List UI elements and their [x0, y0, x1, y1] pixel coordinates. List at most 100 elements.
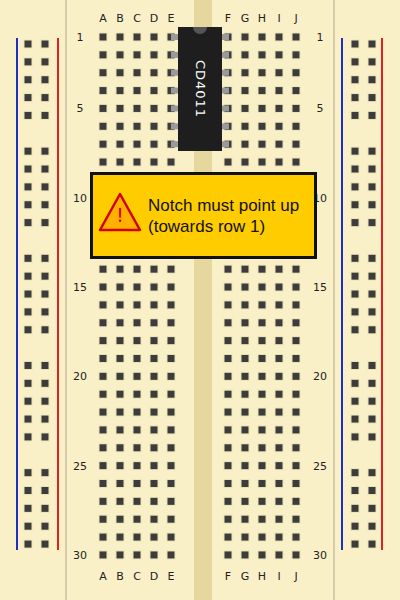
hole — [100, 301, 107, 308]
hole-rim — [24, 361, 33, 370]
hole-rim — [150, 372, 159, 381]
hole — [242, 426, 249, 433]
hole-rim — [167, 533, 176, 542]
hole-rim — [150, 443, 159, 452]
hole — [117, 498, 124, 505]
hole — [25, 416, 32, 423]
hole — [134, 123, 141, 130]
hole — [25, 326, 32, 333]
hole — [259, 409, 266, 416]
hole — [42, 469, 49, 476]
hole — [352, 398, 359, 405]
hole — [100, 337, 107, 344]
hole-rim — [292, 104, 301, 113]
hole — [134, 551, 141, 558]
hole-rim — [368, 254, 377, 263]
hole — [293, 534, 300, 541]
hole-rim — [150, 318, 159, 327]
hole-rim — [99, 533, 108, 542]
hole-rim — [292, 515, 301, 524]
hole — [117, 355, 124, 362]
hole-rim — [133, 68, 142, 77]
hole-rim — [292, 443, 301, 452]
hole-rim — [292, 68, 301, 77]
hole — [117, 426, 124, 433]
hole-rim — [150, 479, 159, 488]
hole — [369, 362, 376, 369]
hole — [168, 462, 175, 469]
chip-pin — [171, 70, 178, 76]
hole-rim — [292, 425, 301, 434]
hole-rim — [275, 318, 284, 327]
hole — [369, 112, 376, 119]
hole — [117, 266, 124, 273]
hole — [25, 487, 32, 494]
hole-rim — [116, 140, 125, 149]
hole-rim — [133, 50, 142, 59]
column-letter: B — [116, 571, 124, 582]
hole — [42, 362, 49, 369]
hole — [100, 141, 107, 148]
hole-rim — [133, 265, 142, 274]
hole-rim — [24, 397, 33, 406]
hole — [293, 462, 300, 469]
hole — [369, 94, 376, 101]
column-letter: B — [116, 13, 124, 24]
hole-rim — [224, 390, 233, 399]
hole — [117, 159, 124, 166]
hole — [242, 284, 249, 291]
hole-rim — [368, 182, 377, 191]
hole — [293, 266, 300, 273]
hole-rim — [116, 390, 125, 399]
hole-rim — [275, 122, 284, 131]
hole — [100, 34, 107, 41]
hole-rim — [150, 158, 159, 167]
hole — [100, 426, 107, 433]
hole — [25, 148, 32, 155]
hole-rim — [368, 415, 377, 424]
hole-rim — [116, 122, 125, 131]
hole-rim — [241, 550, 250, 559]
hole — [276, 159, 283, 166]
hole — [369, 219, 376, 226]
hole-rim — [24, 540, 33, 549]
hole-rim — [150, 408, 159, 417]
warning-triangle: ! — [98, 191, 142, 233]
hole-rim — [292, 390, 301, 399]
hole-rim — [133, 140, 142, 149]
hole — [25, 255, 32, 262]
hole — [276, 444, 283, 451]
hole-rim — [99, 158, 108, 167]
hole — [151, 69, 158, 76]
hole-rim — [258, 86, 267, 95]
hole — [100, 159, 107, 166]
hole — [259, 319, 266, 326]
hole-rim — [368, 468, 377, 477]
hole-rim — [351, 468, 360, 477]
hole — [259, 551, 266, 558]
hole-rim — [150, 68, 159, 77]
hole-rim — [41, 415, 50, 424]
hole-rim — [292, 408, 301, 417]
hole-rim — [351, 57, 360, 66]
row-number: 20 — [73, 371, 87, 382]
hole — [352, 273, 359, 280]
hole — [352, 41, 359, 48]
hole-rim — [41, 111, 50, 120]
hole-rim — [258, 390, 267, 399]
hole — [276, 534, 283, 541]
hole — [151, 159, 158, 166]
chip-pin — [171, 52, 178, 58]
hole — [259, 105, 266, 112]
hole — [100, 498, 107, 505]
hole — [100, 409, 107, 416]
hole-rim — [41, 57, 50, 66]
hole — [25, 362, 32, 369]
hole — [151, 105, 158, 112]
hole-rim — [99, 408, 108, 417]
hole-rim — [258, 372, 267, 381]
hole-rim — [258, 122, 267, 131]
hole — [42, 326, 49, 333]
hole — [259, 87, 266, 94]
hole-rim — [241, 283, 250, 292]
